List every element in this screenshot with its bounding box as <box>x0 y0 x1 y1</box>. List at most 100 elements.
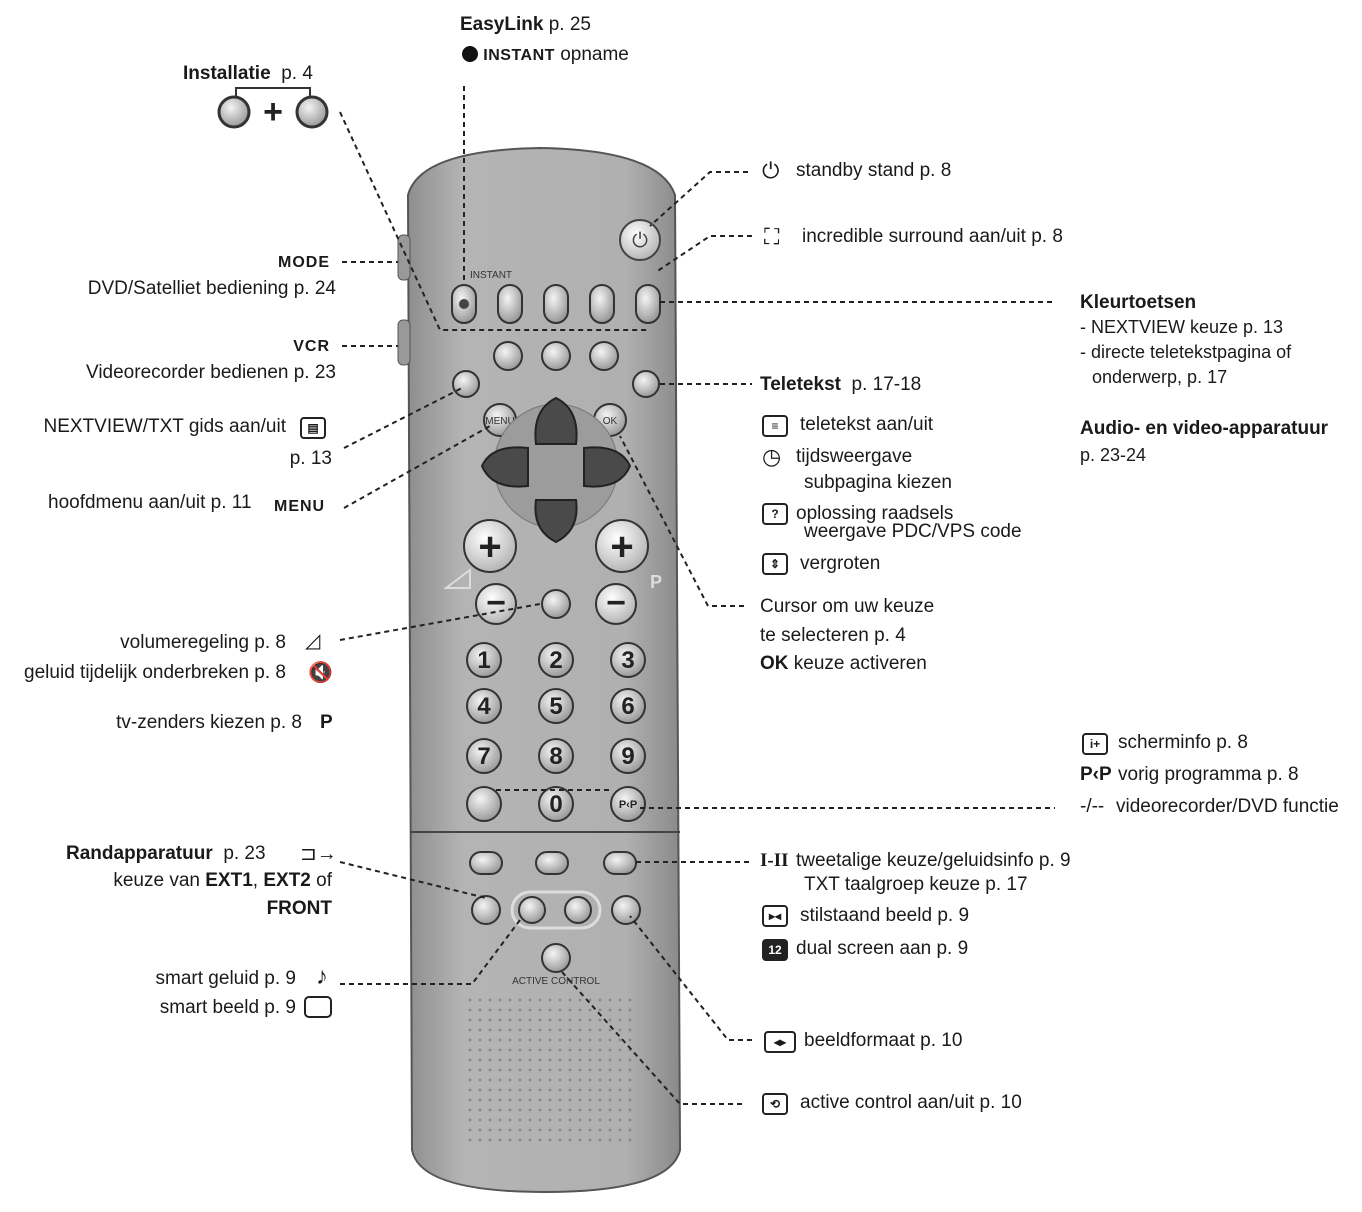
speaker-dot <box>578 1138 582 1142</box>
mute-icon: 🔇 <box>308 662 333 684</box>
speaker-dot <box>508 1028 512 1032</box>
speaker-dot <box>508 1058 512 1062</box>
speaker-dot <box>538 1118 542 1122</box>
speaker-dot <box>618 1028 622 1032</box>
speaker-dot <box>578 1018 582 1022</box>
speaker-dot <box>548 1018 552 1022</box>
speaker-dot <box>478 1108 482 1112</box>
speaker-dot <box>548 1068 552 1072</box>
speaker-dot <box>588 1138 592 1142</box>
speaker-dot <box>468 1078 472 1082</box>
speaker-dot <box>588 1058 592 1062</box>
speaker-dot <box>598 1098 602 1102</box>
speaker-dot <box>618 1118 622 1122</box>
speaker-dot <box>478 1018 482 1022</box>
speaker-dot <box>608 1058 612 1062</box>
speaker-dot <box>528 1048 532 1052</box>
speaker-dot <box>598 998 602 1002</box>
music-note-icon: ♪ <box>316 963 328 990</box>
speaker-dot <box>628 1018 632 1022</box>
kleurtoetsen-item-2: - directe teletekstpagina of <box>1080 342 1292 362</box>
volume-plus-button <box>463 519 517 573</box>
speaker-dot <box>538 998 542 1002</box>
speaker-dot <box>608 1048 612 1052</box>
speaker-dot <box>618 1098 622 1102</box>
speaker-dot <box>588 1098 592 1102</box>
scherminfo-label: scherminfo p. 8 <box>1118 732 1248 753</box>
number-key-label-9: 9 <box>621 743 634 770</box>
speaker-dot <box>488 1128 492 1132</box>
speaker-dot <box>488 1008 492 1012</box>
speaker-dot <box>528 1128 532 1132</box>
speaker-dot <box>478 1118 482 1122</box>
surround-label: incredible surround aan/uit p. 8 <box>802 226 1063 247</box>
speaker-dot <box>528 1088 532 1092</box>
speaker-dot <box>588 1108 592 1112</box>
volume-icon: ◿ <box>305 630 321 652</box>
speaker-dot <box>608 1028 612 1032</box>
dual-language-icon: I-II <box>760 850 789 871</box>
ok-label: OK keuze activeren <box>760 653 927 674</box>
speaker-dot <box>468 1118 472 1122</box>
speaker-dot <box>508 1098 512 1102</box>
speaker-dot <box>468 1088 472 1092</box>
mute-button <box>541 589 571 619</box>
speaker-dot <box>488 1098 492 1102</box>
book-icon: ▤ <box>300 416 326 439</box>
number-key-label-1: 1 <box>477 647 490 674</box>
speaker-dot <box>538 1128 542 1132</box>
stilstaand-label: stilstaand beeld p. 9 <box>800 905 970 926</box>
mute-label: geluid tijdelijk onderbreken p. 8 <box>24 662 286 683</box>
speaker-dot <box>608 1078 612 1082</box>
number-key-label-5: 5 <box>549 693 562 720</box>
speaker-dot <box>628 1138 632 1142</box>
number-key-label-3: 3 <box>621 647 634 674</box>
speaker-dot <box>628 1058 632 1062</box>
speaker-dot <box>538 1098 542 1102</box>
speaker-dot <box>548 1058 552 1062</box>
surround-icon: ⛶ <box>764 224 780 249</box>
speaker-dot <box>578 998 582 1002</box>
speaker-dot <box>538 1048 542 1052</box>
speaker-dot <box>468 1048 472 1052</box>
speaker-dot <box>518 1038 522 1042</box>
speaker-dot <box>618 1128 622 1132</box>
speaker-dot <box>518 1108 522 1112</box>
speaker-dot <box>578 1128 582 1132</box>
speaker-dot <box>488 1068 492 1072</box>
speaker-dot <box>608 1098 612 1102</box>
speaker-dot <box>518 1138 522 1142</box>
svg-text:MENU: MENU <box>485 416 514 427</box>
speaker-dot <box>468 1018 472 1022</box>
tweetalig-label: tweetalige keuze/geluidsinfo p. 9 <box>796 850 1071 871</box>
speaker-dot <box>628 1108 632 1112</box>
speaker-dot <box>508 1018 512 1022</box>
previous-program-icon: P‹P <box>1080 764 1112 785</box>
speaker-dot <box>628 1038 632 1042</box>
info-key <box>466 786 502 822</box>
standby-label: standby stand p. 8 <box>796 160 952 181</box>
speaker-dot <box>608 1128 612 1132</box>
speaker-dot <box>498 1118 502 1122</box>
teletext-icon: ≡ <box>762 414 788 437</box>
ext-choice-label: keuze van EXT1, EXT2 of <box>113 870 332 891</box>
svg-text:−: − <box>606 584 626 622</box>
top-row-buttons <box>451 284 661 324</box>
speaker-dot <box>528 1028 532 1032</box>
speaker-dot <box>548 1118 552 1122</box>
speaker-dot <box>598 1088 602 1092</box>
speaker-dot <box>518 1018 522 1022</box>
speaker-dot <box>578 1098 582 1102</box>
speaker-dot <box>588 1078 592 1082</box>
speaker-dot <box>598 1008 602 1012</box>
installatie-label: Installatie p. 4 <box>183 63 313 84</box>
speaker-dot <box>498 998 502 1002</box>
speaker-dot <box>538 1028 542 1032</box>
speaker-dot <box>578 1088 582 1092</box>
question-icon: ? <box>762 502 788 525</box>
speaker-dot <box>558 1038 562 1042</box>
teletekst-aan-uit: teletekst aan/uit <box>800 414 934 435</box>
speaker-dot <box>578 1078 582 1082</box>
speaker-dot <box>558 1028 562 1032</box>
